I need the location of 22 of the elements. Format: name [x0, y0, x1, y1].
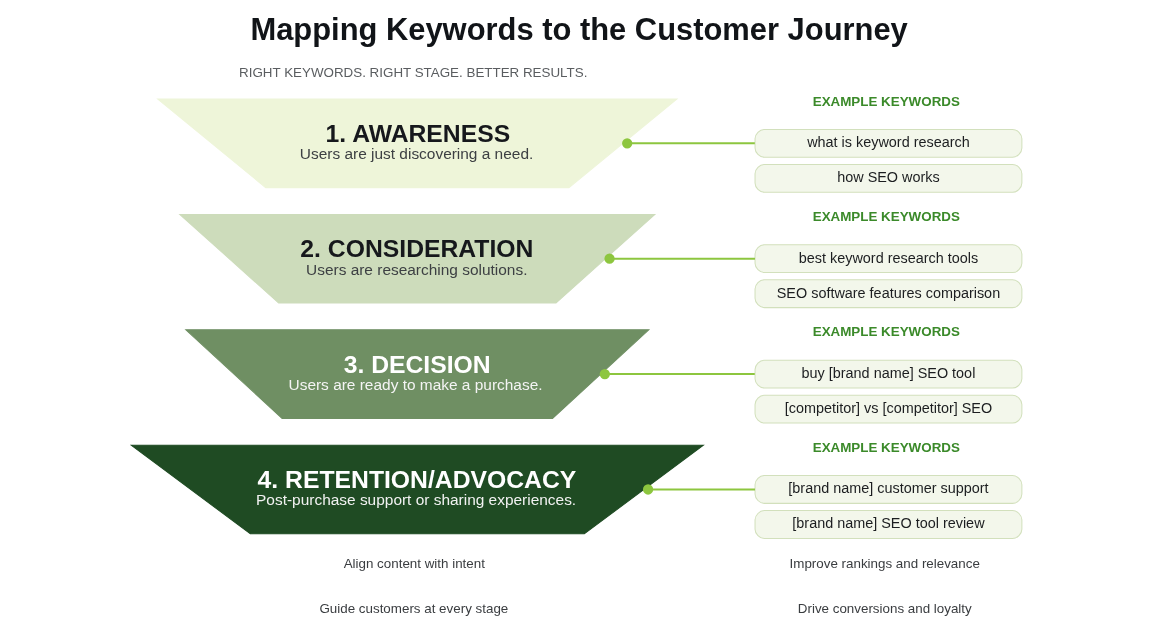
label: RIGHT KEYWORDS. RIGHT STAGE. BETTER RESULTS.	[238, 64, 587, 80]
connector	[642, 484, 755, 495]
label: EXAMPLE KEYWORDS	[812, 439, 960, 455]
label: EXAMPLE KEYWORDS	[812, 208, 960, 224]
label: Drive conversions and loyalty	[797, 600, 972, 616]
node-box: buy [brand name] SEO tool	[754, 359, 1022, 389]
connector	[599, 368, 755, 380]
label: Align content with intent	[343, 556, 485, 572]
node-box: [brand name] customer support	[754, 475, 1022, 504]
node-box: what is keyword research	[754, 128, 1022, 158]
node-box: [competitor] vs [competitor] SEO	[754, 394, 1022, 424]
diagram-title: Mapping Keywords to the Customer Journey	[249, 12, 908, 48]
connector	[621, 138, 755, 149]
node-box: [brand name] SEO tool review	[754, 510, 1022, 539]
node-box: best keyword research tools	[754, 244, 1022, 274]
label: Improve rankings and relevance	[789, 556, 980, 572]
connector	[603, 253, 755, 264]
label: Guide customers at every stage	[318, 600, 508, 616]
label: EXAMPLE KEYWORDS	[812, 324, 960, 340]
label: EXAMPLE KEYWORDS	[812, 93, 960, 109]
node-box: how SEO works	[754, 163, 1022, 193]
node-box: SEO software features comparison	[754, 279, 1022, 309]
